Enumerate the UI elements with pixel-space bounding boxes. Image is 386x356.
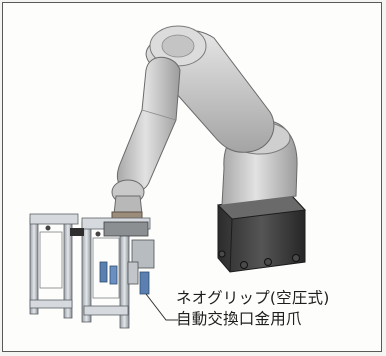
robot-wrist [111, 179, 145, 223]
gripper-assembly [29, 213, 155, 329]
robot-upper-arm [145, 25, 275, 153]
caption: ネオグリップ(空圧式) 自動交換口金用爪 [176, 288, 376, 330]
leader-line [145, 293, 178, 321]
robot-forearm [116, 56, 181, 194]
robot-base [216, 195, 307, 273]
caption-line-2: 自動交換口金用爪 [176, 310, 302, 328]
caption-line-1: ネオグリップ(空圧式) [176, 289, 330, 307]
